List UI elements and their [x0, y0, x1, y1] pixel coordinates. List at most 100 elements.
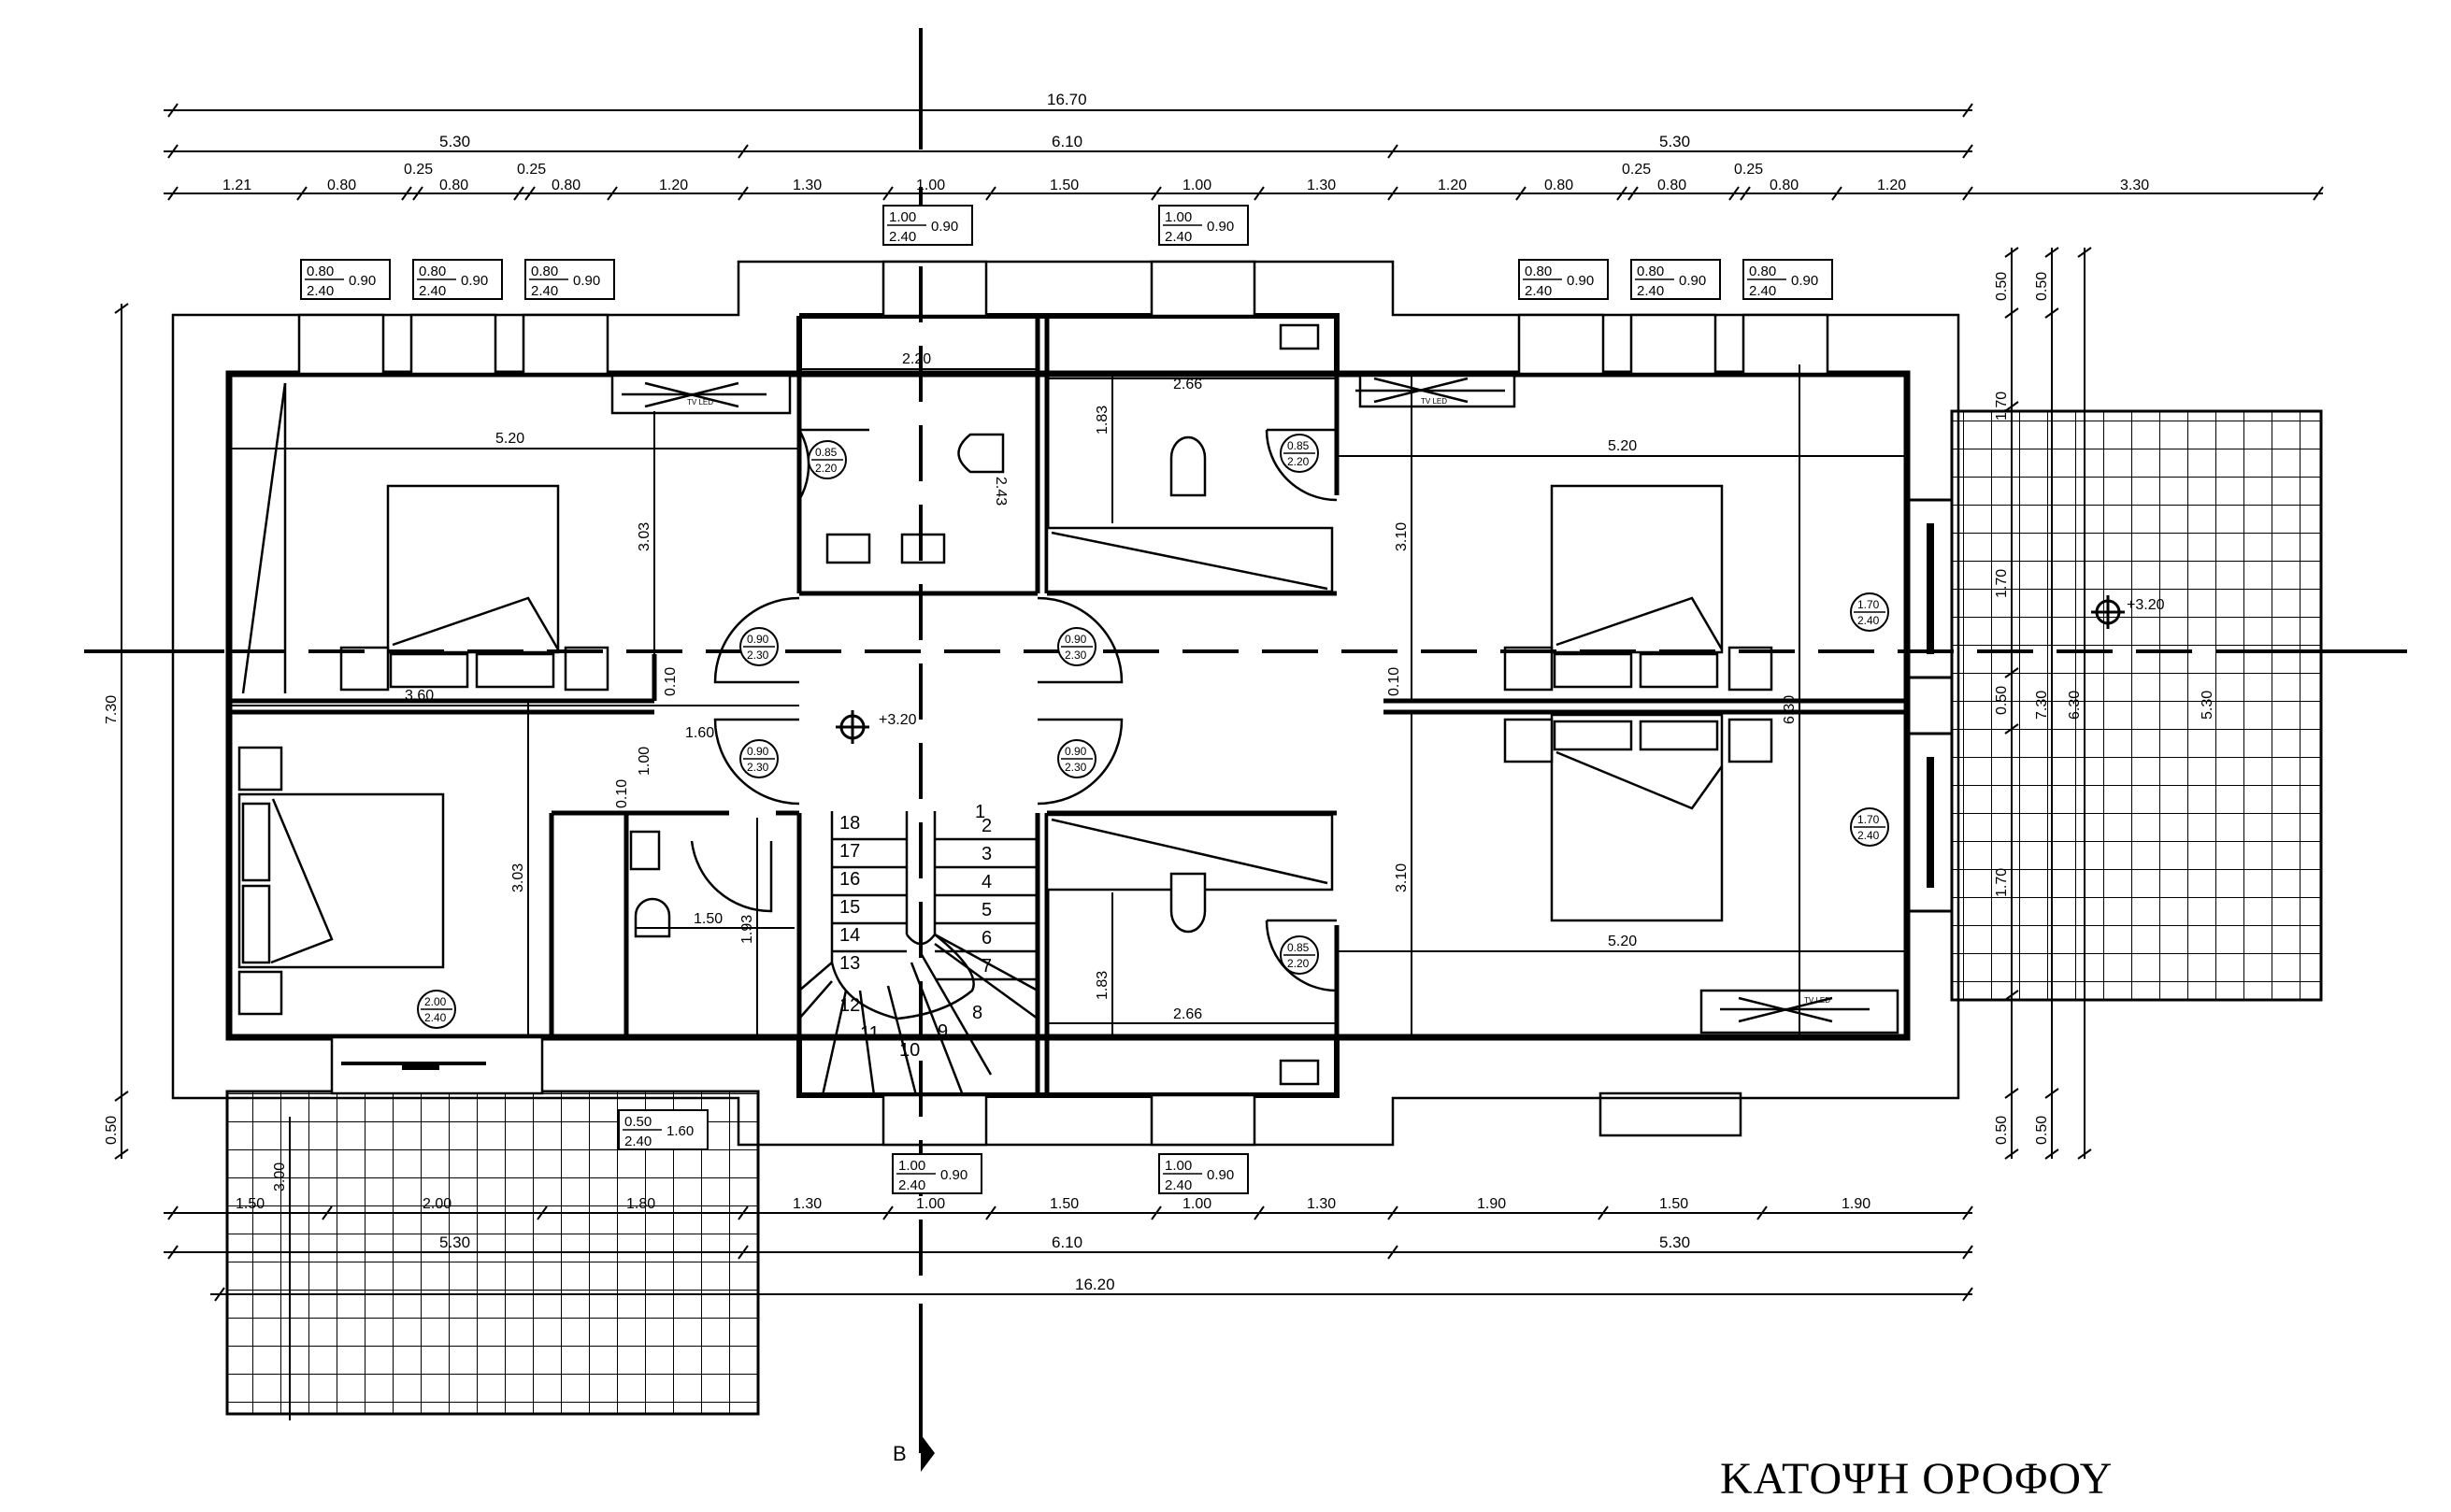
svg-text:0.90: 0.90 [573, 273, 600, 289]
svg-text:5.30: 5.30 [2200, 691, 2215, 720]
dim-top-total: 16.70 [1047, 91, 1087, 108]
svg-text:0.90: 0.90 [1207, 1167, 1234, 1183]
svg-text:1.50: 1.50 [236, 1196, 265, 1212]
svg-text:2.00: 2.00 [423, 1196, 452, 1212]
svg-text:0.80: 0.80 [439, 178, 468, 193]
svg-text:0.80: 0.80 [531, 264, 558, 279]
central-block-walls [796, 313, 1340, 1098]
roof-outline [171, 260, 1960, 1147]
svg-text:2.40: 2.40 [624, 1134, 652, 1149]
svg-text:0.90: 0.90 [747, 745, 769, 758]
svg-text:5.20: 5.20 [1608, 934, 1637, 949]
svg-text:1.00: 1.00 [889, 209, 916, 225]
svg-text:0.10: 0.10 [614, 779, 630, 808]
svg-text:1.00: 1.00 [637, 747, 652, 776]
svg-text:2.40: 2.40 [1637, 283, 1664, 299]
svg-text:0.80: 0.80 [1749, 264, 1776, 279]
tv-label-2: TV LED [1421, 397, 1447, 406]
svg-text:1.30: 1.30 [1307, 1196, 1336, 1212]
dim-top-detail: 1.21 0.80 0.25 0.80 0.25 0.80 1.20 1.30 … [222, 162, 2149, 193]
svg-text:1.30: 1.30 [793, 1196, 822, 1212]
svg-text:5.30: 5.30 [1659, 133, 1690, 150]
svg-text:0.25: 0.25 [1622, 162, 1651, 178]
svg-text:1.20: 1.20 [1438, 178, 1467, 193]
svg-text:2.40: 2.40 [1857, 614, 1880, 627]
svg-text:6.10: 6.10 [1052, 1234, 1082, 1251]
dim-right: 0.50 0.50 1.70 1.70 0.50 7.30 6.30 5.30 … [1994, 272, 2215, 1145]
svg-text:2.30: 2.30 [747, 761, 769, 774]
svg-text:6.10: 6.10 [1052, 133, 1082, 150]
svg-text:0.80: 0.80 [327, 178, 356, 193]
svg-text:2.00: 2.00 [424, 995, 447, 1008]
drawing-title: ΚΑΤΟΨΗ ΟΡΟΦΟΥ [1720, 1454, 2114, 1504]
svg-text:1.83: 1.83 [1095, 406, 1111, 435]
svg-text:1.70: 1.70 [1857, 813, 1880, 826]
svg-text:2.43: 2.43 [993, 477, 1009, 506]
svg-text:5.30: 5.30 [439, 133, 470, 150]
svg-text:0.85: 0.85 [1287, 439, 1310, 452]
svg-text:0.90: 0.90 [747, 633, 769, 646]
svg-text:0.90: 0.90 [931, 219, 958, 235]
dim-left: 7.30 0.50 3.00 [104, 695, 288, 1191]
svg-text:16.70: 16.70 [1047, 91, 1087, 108]
svg-text:18: 18 [839, 813, 860, 834]
svg-text:0.80: 0.80 [1770, 178, 1799, 193]
svg-text:0.80: 0.80 [307, 264, 334, 279]
svg-text:5: 5 [982, 900, 992, 920]
svg-text:3.60: 3.60 [405, 688, 434, 704]
svg-text:13: 13 [839, 953, 860, 974]
svg-text:2.20: 2.20 [815, 462, 838, 475]
svg-text:7.30: 7.30 [104, 695, 120, 724]
staircase [798, 811, 1039, 1096]
level-mark-2: +3.20 [2127, 597, 2165, 613]
svg-text:0.50: 0.50 [2034, 1116, 2050, 1145]
svg-text:1.20: 1.20 [1877, 178, 1906, 193]
svg-text:2.40: 2.40 [419, 283, 446, 299]
svg-text:0.50: 0.50 [1994, 686, 2010, 715]
tv-marks [622, 377, 1870, 1023]
svg-text:1.90: 1.90 [1477, 1196, 1506, 1212]
svg-text:3.10: 3.10 [1394, 522, 1410, 551]
svg-text:1.30: 1.30 [793, 178, 822, 193]
svg-text:1.30: 1.30 [1307, 178, 1336, 193]
svg-text:1.70: 1.70 [1994, 569, 2010, 598]
svg-text:11: 11 [860, 1023, 880, 1044]
svg-text:0.85: 0.85 [1287, 941, 1310, 954]
svg-text:2.40: 2.40 [531, 283, 558, 299]
dimension-lines [121, 109, 2323, 1420]
level-mark-icons [836, 595, 2125, 744]
svg-text:0.25: 0.25 [1734, 162, 1763, 178]
svg-text:1.70: 1.70 [1857, 598, 1880, 611]
svg-text:1.50: 1.50 [1050, 1196, 1079, 1212]
svg-text:4: 4 [982, 872, 992, 892]
svg-text:1.93: 1.93 [739, 915, 755, 944]
svg-text:16.20: 16.20 [1075, 1276, 1115, 1293]
svg-text:0.10: 0.10 [663, 667, 679, 696]
svg-text:2.40: 2.40 [1165, 1177, 1192, 1193]
svg-text:2.40: 2.40 [424, 1011, 447, 1024]
svg-text:5.30: 5.30 [439, 1234, 470, 1251]
svg-text:0.90: 0.90 [1567, 273, 1594, 289]
terrace-right [1950, 409, 2323, 1002]
dimension-ticks [114, 103, 2324, 1302]
svg-text:1.00: 1.00 [1182, 1196, 1211, 1212]
svg-text:0.90: 0.90 [1065, 633, 1087, 646]
svg-text:0.80: 0.80 [1544, 178, 1573, 193]
svg-text:2.40: 2.40 [889, 229, 916, 245]
svg-text:0.50: 0.50 [104, 1116, 120, 1145]
tv-label-3: TV LED [1804, 996, 1830, 1005]
dim-bottom-detail: 1.50 2.00 1.80 1.30 1.00 1.50 1.00 1.30 … [236, 1196, 1870, 1212]
svg-text:0.85: 0.85 [815, 446, 838, 459]
svg-text:0.80: 0.80 [1525, 264, 1552, 279]
svg-text:1.00: 1.00 [1165, 1158, 1192, 1174]
svg-text:2.20: 2.20 [1287, 957, 1310, 970]
svg-text:10: 10 [899, 1040, 920, 1061]
svg-text:0.25: 0.25 [517, 162, 546, 178]
svg-text:1.50: 1.50 [694, 911, 723, 927]
svg-text:1.60: 1.60 [666, 1123, 694, 1139]
svg-text:5.30: 5.30 [1659, 1234, 1690, 1251]
section-marker: B [893, 1442, 907, 1465]
svg-text:8: 8 [972, 1003, 982, 1023]
svg-text:1.00: 1.00 [916, 1196, 945, 1212]
svg-text:3.03: 3.03 [510, 863, 526, 892]
